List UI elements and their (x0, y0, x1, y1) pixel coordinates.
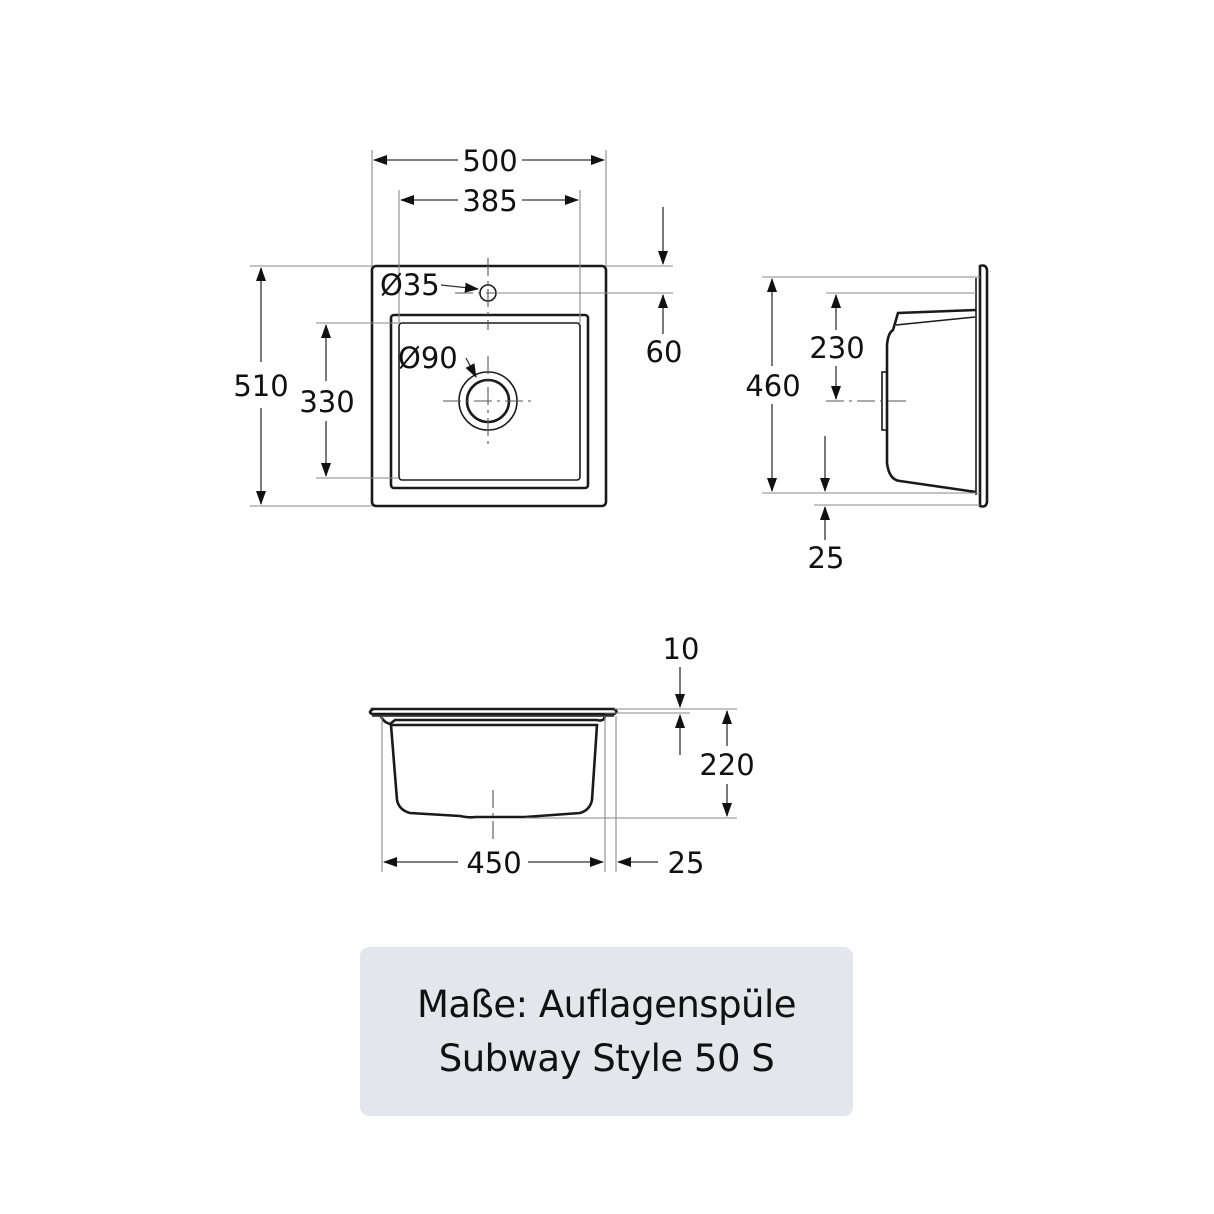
dim-overall-depth: 510 (233, 369, 288, 403)
bowl-inner (398, 322, 581, 481)
dim-bowl-depth: 330 (299, 385, 354, 419)
side-view: 460 230 25 (745, 264, 989, 575)
front-view: 10 220 450 25 (368, 632, 755, 880)
dim-overall-width: 500 (462, 144, 517, 178)
dim-bowl-width: 385 (462, 184, 517, 218)
caption-box: Maße: Auflagenspüle Subway Style 50 S (360, 947, 853, 1116)
front-bowl-body (389, 723, 599, 819)
caption-title: Maße: Auflagenspüle (416, 982, 797, 1026)
side-bowl-profile (885, 308, 977, 494)
dim-front-bowl-width: 450 (466, 846, 521, 880)
top-view: 500 385 510 330 60 Ø35 Ø90 (233, 144, 683, 508)
bowl-rim (389, 313, 590, 490)
side-rim (978, 264, 989, 508)
dim-tap-hole-offset: 60 (646, 335, 683, 369)
front-bowl-lip (379, 715, 607, 726)
label-tap-hole-diameter: Ø35 (380, 268, 440, 302)
dim-front-rim-thickness: 10 (663, 632, 700, 666)
front-rim (368, 707, 618, 716)
sink-outline (370, 264, 608, 508)
dim-side-drain-center: 230 (809, 331, 864, 365)
label-drain-diameter: Ø90 (398, 341, 458, 375)
dim-front-rim-overhang: 25 (668, 846, 705, 880)
caption-product-name: Subway Style 50 S (438, 1036, 775, 1080)
dim-side-bowl-length: 460 (745, 369, 800, 403)
dim-side-rim-offset: 25 (808, 541, 845, 575)
dim-front-bowl-depth: 220 (699, 748, 754, 782)
